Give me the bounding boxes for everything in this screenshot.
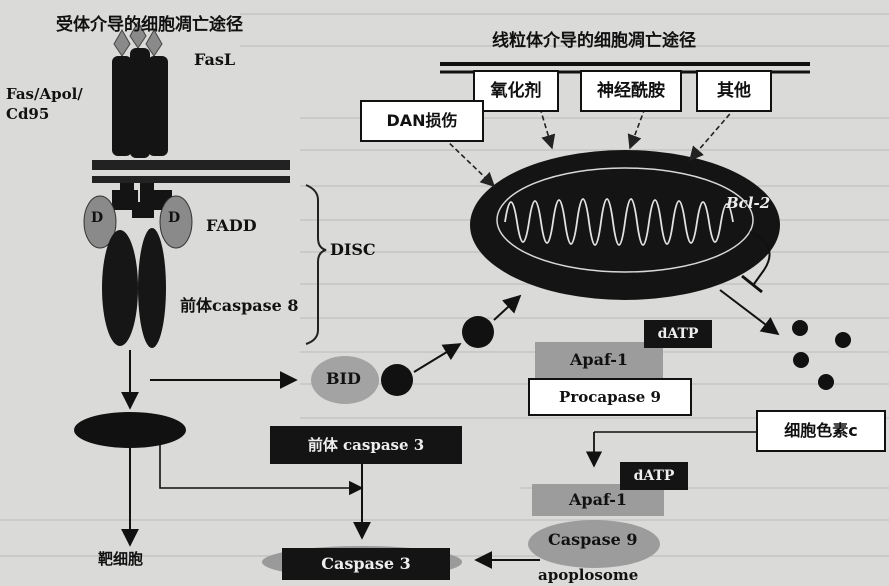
caspase3-box: Caspase 3	[282, 548, 450, 580]
death-domain-right-label: D	[168, 210, 181, 226]
cytochrome-c-box: 细胞色素c	[756, 410, 886, 452]
arrow-oxidant	[539, 107, 556, 150]
cell-membrane-top	[92, 160, 290, 170]
pro-caspase3-label: 前体 caspase 3	[307, 436, 425, 454]
mito-pathway-title: 线粒体介导的细胞凋亡途径	[492, 31, 696, 51]
bcl2-label: Bcl-2	[726, 194, 771, 212]
bcl2-inhibition-arc	[749, 231, 771, 285]
procaspase9-box: Procapase 9	[528, 378, 692, 416]
other-stimulus-box: 其他	[696, 70, 772, 112]
apoptosome-datp-box: dATP	[620, 462, 688, 490]
arrow-cytc-release	[719, 289, 780, 336]
apaf1-label: Apaf-1	[569, 350, 629, 369]
apaf1-box: Apaf-1	[535, 342, 663, 378]
fasl-ligand	[113, 20, 163, 57]
pro-caspase3-box: 前体 caspase 3	[270, 426, 462, 464]
arrow-tbid-to-mito	[493, 294, 522, 321]
bid-protein	[311, 356, 379, 404]
apoptosome-label: apoplosome	[538, 566, 639, 584]
arrow-tbid	[413, 343, 462, 373]
casp9-ellipse	[528, 520, 660, 568]
cytochrome-c-molecules	[792, 320, 851, 390]
receptor-pathway-title: 受体介导的细胞凋亡途径	[56, 15, 243, 35]
fadd-label: FADD	[206, 216, 257, 235]
fasl-label: FasL	[194, 50, 236, 69]
apoptosome-apaf1-label: Apaf-1	[568, 490, 628, 509]
disc-bracket	[305, 184, 327, 345]
pro-caspase8-right	[138, 228, 166, 348]
pro-caspase8-left	[102, 230, 138, 346]
arrow-other	[689, 107, 736, 162]
tbid-fragment	[381, 364, 413, 396]
procaspase9-label: Procapase 9	[559, 388, 661, 406]
bid-label: BID	[326, 369, 361, 388]
caspase3-label: Caspase 3	[321, 554, 411, 573]
oxidant-box: 氧化剂	[473, 70, 559, 112]
caspase9-label: Caspase 9	[548, 530, 638, 549]
other-stimulus-label: 其他	[717, 81, 751, 101]
death-domain-left	[83, 195, 117, 249]
datp-label: dATP	[657, 326, 699, 342]
active-caspase8	[74, 412, 186, 448]
oxidant-label: 氧化剂	[490, 81, 542, 101]
dna-damage-box: DAN损伤	[360, 100, 484, 142]
ceramide-box: 神经酰胺	[580, 70, 682, 112]
pro-caspase8-label: 前体caspase 8	[180, 296, 299, 315]
dna-damage-label: DAN损伤	[386, 111, 458, 130]
apoptosome-datp-label: dATP	[633, 468, 675, 484]
cytochrome-c-label: 细胞色素c	[784, 421, 858, 440]
arrow-dna-damage	[443, 137, 496, 187]
death-domain-left-label: D	[91, 210, 104, 226]
death-domain-right	[159, 195, 193, 249]
tbid-translocated	[462, 316, 494, 348]
ceramide-label: 神经酰胺	[597, 81, 665, 101]
arrow-casp8-to-casp3	[159, 440, 364, 496]
cell-membrane-bottom	[92, 176, 290, 183]
mitochondrion	[470, 150, 780, 300]
fas-receptor	[112, 48, 168, 203]
arrow-ceramide	[627, 107, 646, 150]
disc-label: DISC	[330, 240, 376, 259]
datp-box: dATP	[644, 320, 712, 348]
bcl2-inhibition-bar	[741, 274, 763, 294]
target-cell-label: 靶细胞	[98, 550, 144, 568]
fas-label: Fas/Apol/ Cd95	[6, 85, 83, 123]
